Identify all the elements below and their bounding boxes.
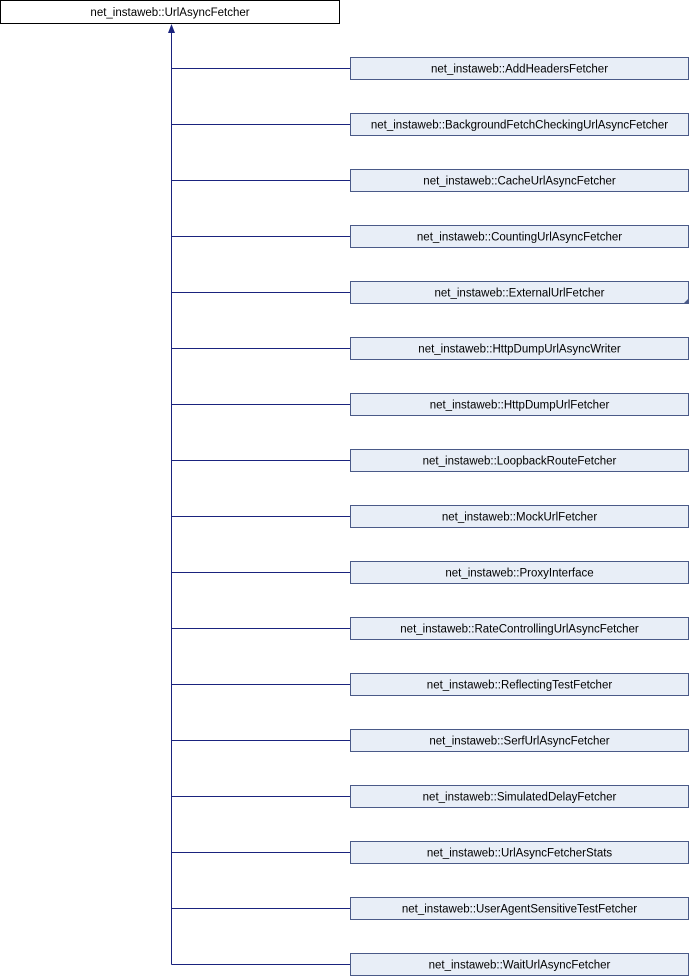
derived-class-box bbox=[350, 57, 689, 80]
derived-class-box bbox=[350, 673, 689, 696]
derived-class-box bbox=[350, 169, 689, 192]
derived-class-node[interactable]: net_instaweb::RateControllingUrlAsyncFet… bbox=[350, 617, 689, 640]
derived-class-label: net_instaweb::ReflectingTestFetcher bbox=[427, 680, 613, 692]
derived-class-box bbox=[350, 785, 689, 808]
derived-class-label: net_instaweb::MockUrlFetcher bbox=[442, 512, 597, 524]
derived-class-label: net_instaweb::ExternalUrlFetcher bbox=[434, 288, 604, 300]
derived-class-label: net_instaweb::HttpDumpUrlFetcher bbox=[430, 400, 610, 412]
derived-class-node[interactable]: net_instaweb::BackgroundFetchCheckingUrl… bbox=[350, 113, 689, 136]
derived-class-label: net_instaweb::RateControllingUrlAsyncFet… bbox=[400, 624, 639, 636]
derived-class-node[interactable]: net_instaweb::UrlAsyncFetcherStats bbox=[350, 841, 689, 864]
derived-class-node[interactable]: net_instaweb::ExternalUrlFetcher bbox=[350, 281, 689, 304]
derived-class-node[interactable]: net_instaweb::UserAgentSensitiveTestFetc… bbox=[350, 897, 689, 920]
derived-class-label: net_instaweb::HttpDumpUrlAsyncWriter bbox=[418, 344, 621, 356]
derived-class-box bbox=[350, 729, 689, 752]
base-class-node[interactable]: net_instaweb::UrlAsyncFetcher bbox=[0, 0, 340, 24]
derived-class-label: net_instaweb::UrlAsyncFetcherStats bbox=[427, 848, 613, 860]
derived-class-node[interactable]: net_instaweb::ReflectingTestFetcher bbox=[350, 673, 689, 696]
derived-class-node[interactable]: net_instaweb::AddHeadersFetcher bbox=[350, 57, 689, 80]
derived-class-label: net_instaweb::SimulatedDelayFetcher bbox=[423, 792, 617, 804]
derived-classes-layer: net_instaweb::AddHeadersFetchernet_insta… bbox=[350, 57, 689, 976]
derived-class-node[interactable]: net_instaweb::WaitUrlAsyncFetcher bbox=[350, 953, 689, 976]
derived-class-node[interactable]: net_instaweb::SimulatedDelayFetcher bbox=[350, 785, 689, 808]
derived-class-box bbox=[350, 225, 689, 248]
derived-class-box bbox=[350, 337, 689, 360]
derived-class-node[interactable]: net_instaweb::ProxyInterface bbox=[350, 561, 689, 584]
derived-class-node[interactable]: net_instaweb::HttpDumpUrlFetcher bbox=[350, 393, 689, 416]
derived-class-box bbox=[350, 561, 689, 584]
derived-class-node[interactable]: net_instaweb::CacheUrlAsyncFetcher bbox=[350, 169, 689, 192]
derived-class-label: net_instaweb::WaitUrlAsyncFetcher bbox=[429, 960, 611, 972]
derived-class-label: net_instaweb::LoopbackRouteFetcher bbox=[423, 456, 617, 468]
derived-class-box bbox=[350, 393, 689, 416]
derived-class-node[interactable]: net_instaweb::LoopbackRouteFetcher bbox=[350, 449, 689, 472]
base-class-label: net_instaweb::UrlAsyncFetcher bbox=[90, 7, 249, 19]
derived-class-label: net_instaweb::UserAgentSensitiveTestFetc… bbox=[402, 904, 637, 916]
derived-class-label: net_instaweb::SerfUrlAsyncFetcher bbox=[429, 736, 609, 748]
more-subclasses-marker bbox=[683, 298, 689, 304]
derived-class-box bbox=[350, 841, 689, 864]
derived-class-box bbox=[350, 897, 689, 920]
base-class-box bbox=[0, 0, 340, 24]
derived-class-box bbox=[350, 113, 689, 136]
derived-class-box bbox=[350, 505, 689, 528]
derived-class-node[interactable]: net_instaweb::MockUrlFetcher bbox=[350, 505, 689, 528]
derived-class-box bbox=[350, 449, 689, 472]
derived-class-label: net_instaweb::ProxyInterface bbox=[445, 568, 593, 580]
derived-class-label: net_instaweb::BackgroundFetchCheckingUrl… bbox=[371, 120, 668, 132]
derived-class-label: net_instaweb::AddHeadersFetcher bbox=[431, 64, 608, 76]
derived-class-node[interactable]: net_instaweb::CountingUrlAsyncFetcher bbox=[350, 225, 689, 248]
derived-class-node[interactable]: net_instaweb::SerfUrlAsyncFetcher bbox=[350, 729, 689, 752]
derived-class-box bbox=[350, 617, 689, 640]
inheritance-arrowhead bbox=[168, 24, 175, 33]
derived-class-box bbox=[350, 281, 689, 304]
derived-class-node[interactable]: net_instaweb::HttpDumpUrlAsyncWriter bbox=[350, 337, 689, 360]
derived-class-label: net_instaweb::CountingUrlAsyncFetcher bbox=[417, 232, 622, 244]
edges-layer bbox=[168, 24, 351, 965]
derived-class-label: net_instaweb::CacheUrlAsyncFetcher bbox=[423, 176, 616, 188]
